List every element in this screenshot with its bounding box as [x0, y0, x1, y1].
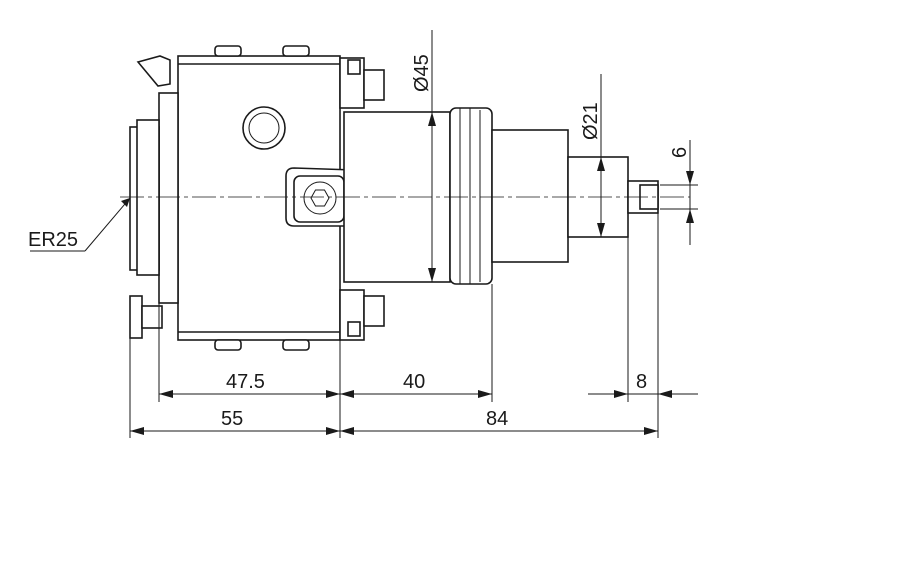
pin-6-label: 6 [669, 147, 691, 158]
horizontal-dimensions: 47.5 40 8 55 84 [129, 213, 698, 438]
er25-leader: ER25 [28, 197, 131, 252]
dim-diameter-21: Ø21 [580, 74, 605, 237]
mounting-pins [339, 57, 385, 341]
diameter-symbol: Ø [580, 124, 602, 140]
dim-84: 84 [486, 408, 508, 430]
diameter-21-label: Ø21 [580, 102, 602, 140]
diameter-45-body [343, 107, 493, 285]
dim-diameter-45: Ø45 [411, 30, 436, 282]
er25-label: ER25 [28, 229, 78, 251]
dim-47-5: 47.5 [226, 371, 265, 393]
diameter-45-value: 45 [411, 54, 433, 76]
diameter-45-label: Ø45 [411, 54, 433, 92]
diameter-21-value: 21 [580, 102, 602, 124]
diameter-symbol: Ø [411, 76, 433, 92]
dim-8: 8 [636, 371, 647, 393]
dim-55: 55 [221, 408, 243, 430]
dim-pin-6: 6 [660, 140, 698, 245]
dim-40: 40 [403, 371, 425, 393]
shank [491, 129, 659, 263]
